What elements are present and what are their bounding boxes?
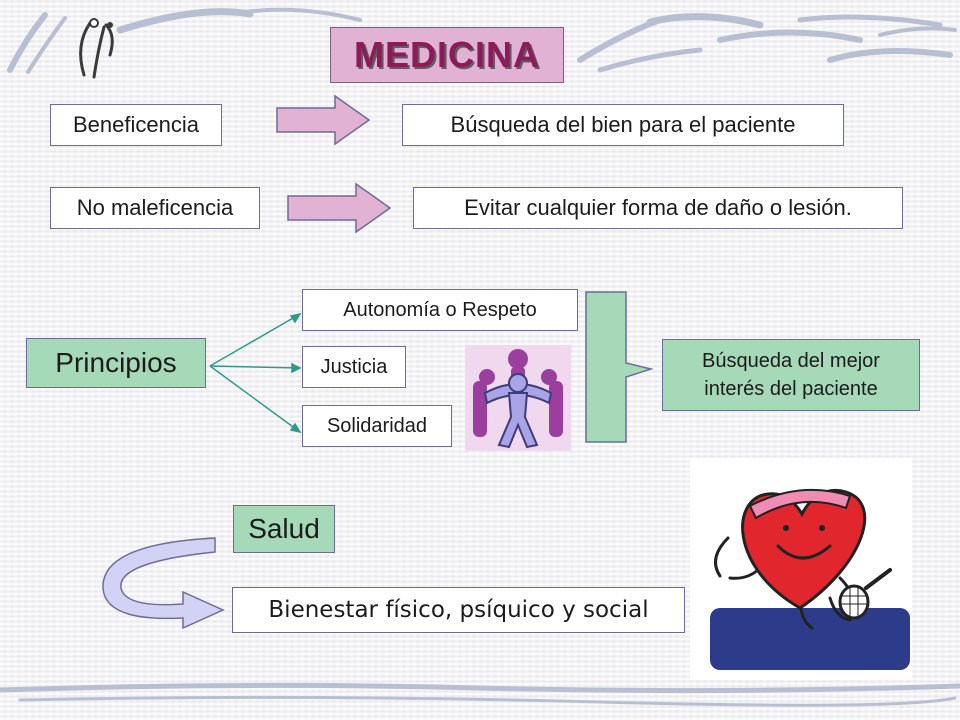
principio-solidaridad: Solidaridad: [302, 405, 452, 447]
curved-arrow-icon: [102, 537, 225, 630]
result-line-1: Búsqueda del mejor: [702, 350, 880, 372]
people-circle-icon: [465, 345, 571, 451]
heart-tennis-icon: [690, 458, 912, 680]
stethoscope-icon: [79, 18, 114, 79]
result-box: Búsqueda del mejor interés del paciente: [662, 339, 920, 411]
branch-connectors: [209, 312, 302, 434]
decorative-strokes-bottom: [0, 682, 960, 707]
definition-beneficencia: Búsqueda del bien para el paciente: [402, 104, 844, 146]
salud-definition: Bienestar físico, psíquico y social: [232, 587, 685, 633]
arrow-right-icon: [287, 182, 392, 234]
principios-box: Principios: [26, 338, 206, 388]
principio-autonomia: Autonomía o Respeto: [302, 289, 578, 331]
decorative-strokes-top: [7, 7, 957, 74]
callout-bracket: [585, 291, 654, 443]
salud-box: Salud: [233, 505, 335, 553]
principio-justicia: Justicia: [302, 346, 406, 388]
result-line-2: interés del paciente: [704, 378, 878, 400]
page-title: MEDICINA: [330, 27, 564, 83]
term-no-maleficencia: No maleficencia: [50, 187, 260, 229]
arrow-right-icon: [276, 94, 371, 146]
definition-no-maleficencia: Evitar cualquier forma de daño o lesión.: [413, 187, 903, 229]
term-beneficencia: Beneficencia: [50, 104, 222, 146]
